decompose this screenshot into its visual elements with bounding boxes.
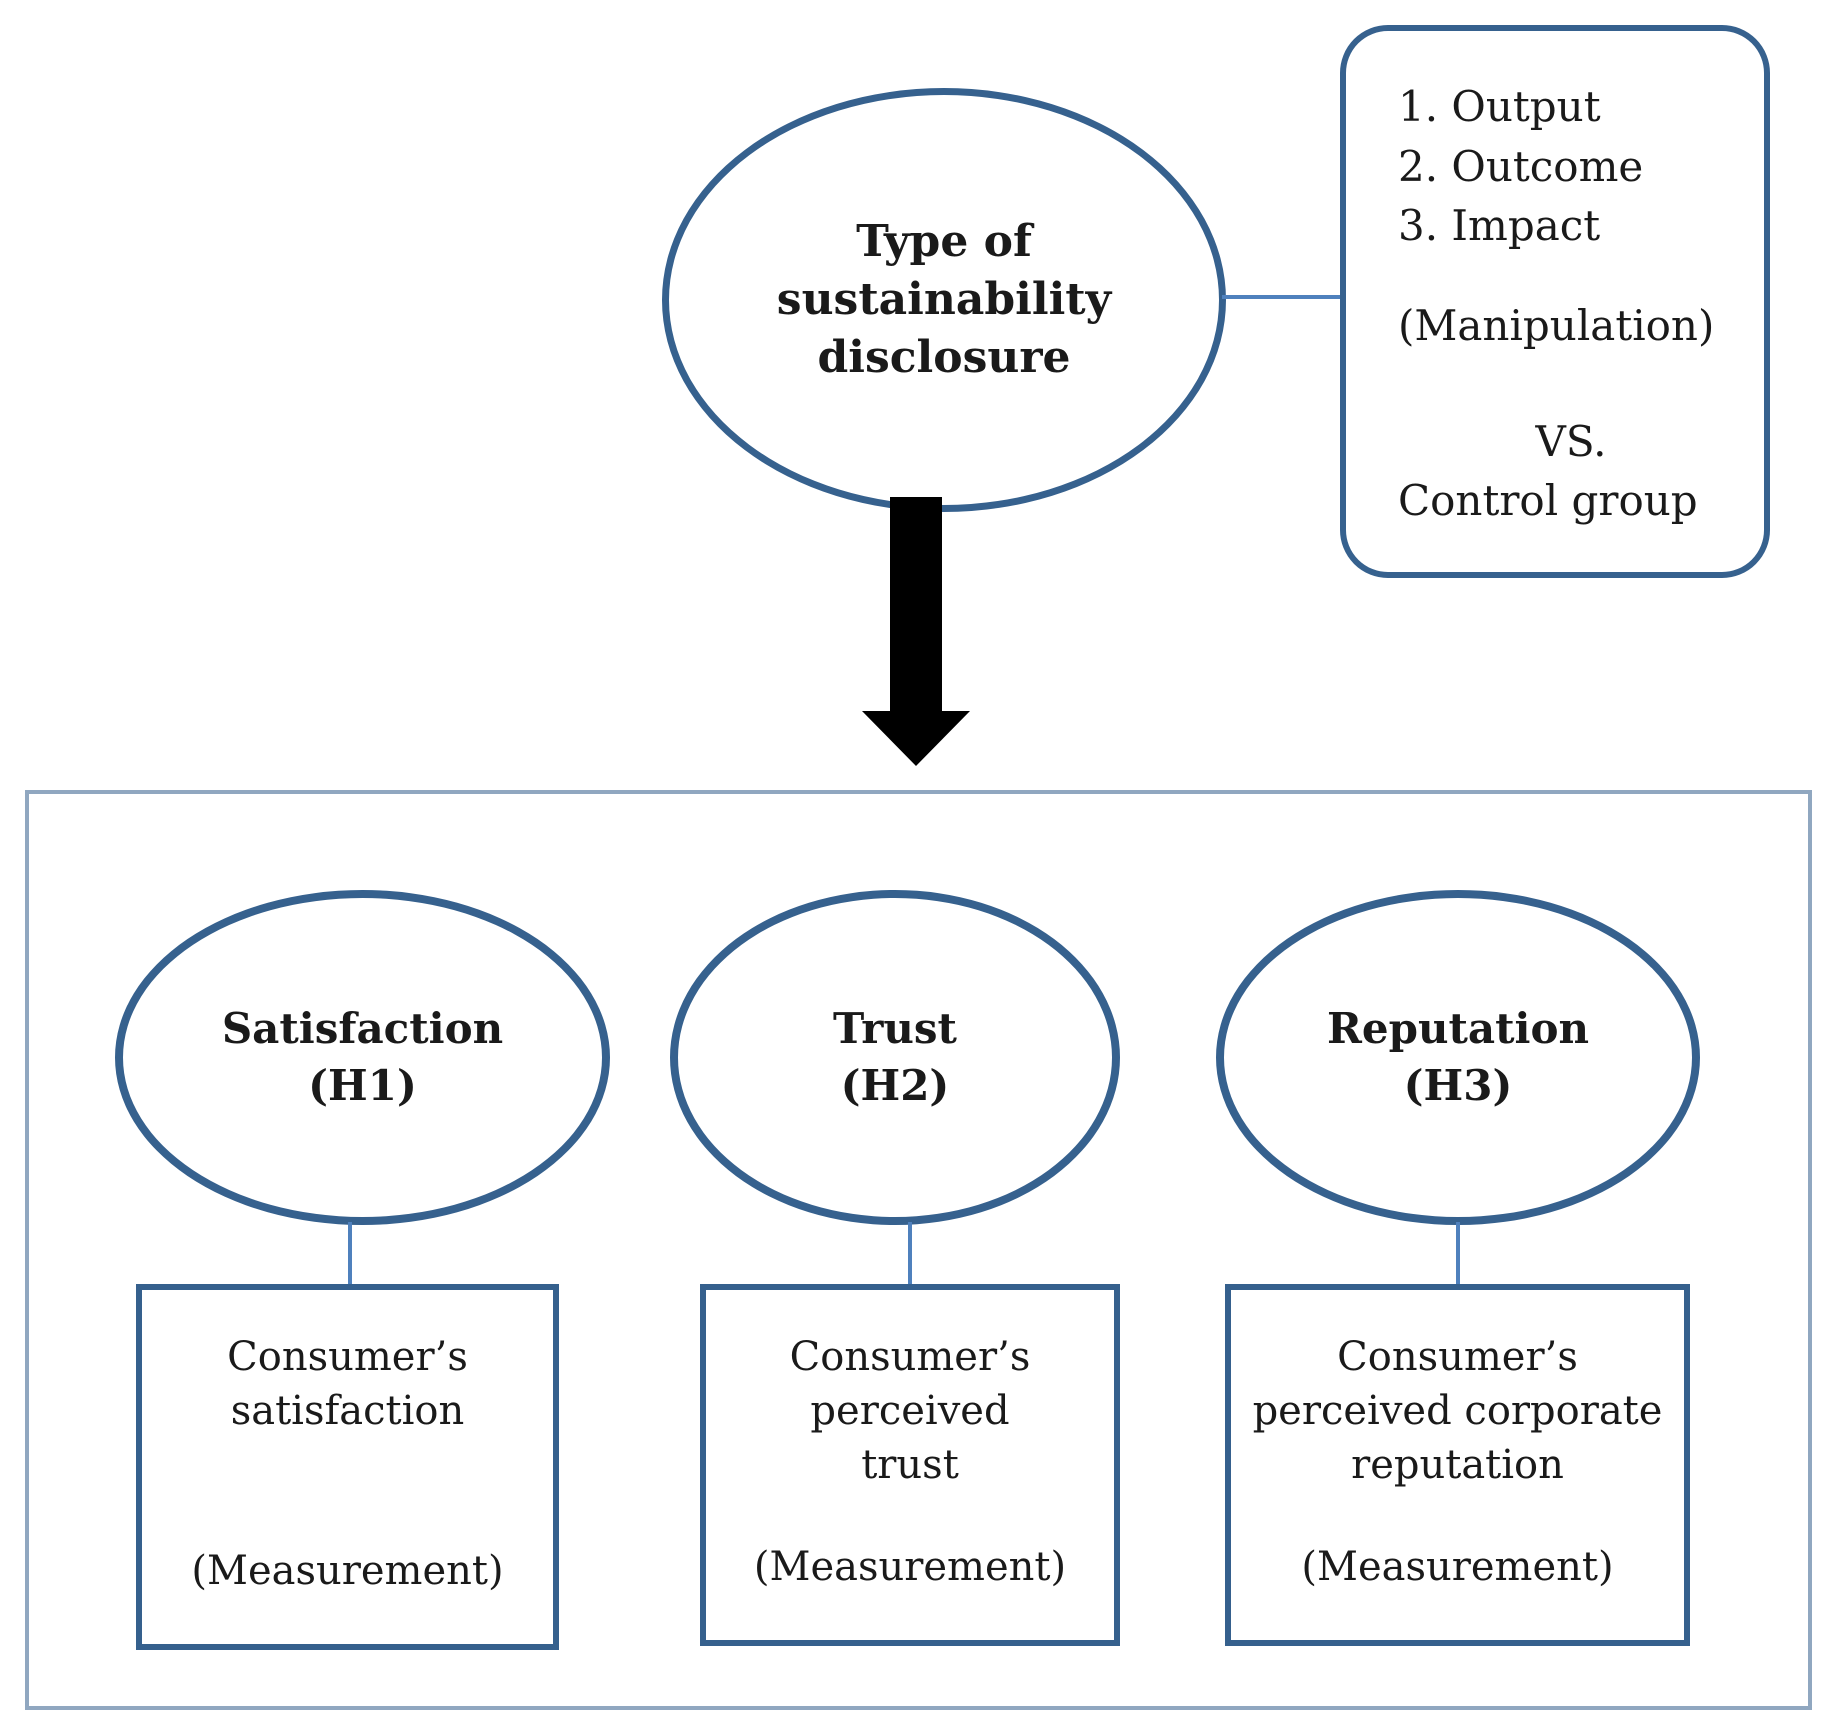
independent-variable-label: Type of sustainability disclosure — [776, 215, 1112, 384]
manipulation-item-output: 1. Output — [1398, 82, 1601, 131]
measure-label-trust: Consumer’s perceived trust — [789, 1334, 1031, 1488]
construct-label-trust: Trust (H2) — [833, 1003, 957, 1110]
manipulation-item-impact: 3. Impact — [1398, 201, 1601, 251]
measure-label-reputation: Consumer’s perceived corporate reputatio… — [1252, 1334, 1663, 1488]
measurement-method-label-trust: (Measurement) — [753, 1544, 1067, 1590]
construct-ellipse-reputation: Reputation (H3) — [1216, 890, 1700, 1225]
versus-label: VS. — [1535, 416, 1607, 466]
measurement-box-satisfaction: Consumer’s satisfaction (Measurement) — [136, 1284, 559, 1650]
measurement-box-reputation: Consumer’s perceived corporate reputatio… — [1225, 1284, 1690, 1646]
reputation-to-measurement-connector — [1456, 1222, 1460, 1284]
ellipse-to-manipulation-connector — [1222, 295, 1344, 299]
control-group-label: Control group — [1398, 476, 1698, 526]
measurement-box-trust: Consumer’s perceived trust (Measurement) — [700, 1284, 1120, 1646]
measure-label-satisfaction: Consumer’s satisfaction — [227, 1334, 468, 1434]
construct-label-satisfaction: Satisfaction (H1) — [221, 1003, 504, 1110]
satisfaction-to-measurement-connector — [348, 1222, 352, 1284]
manipulation-method-label: (Manipulation) — [1398, 300, 1715, 350]
construct-label-reputation: Reputation (H3) — [1326, 1003, 1590, 1110]
trust-to-measurement-connector — [908, 1222, 912, 1284]
measurement-method-label-reputation: (Measurement) — [1301, 1544, 1614, 1590]
down-arrow-icon — [862, 497, 970, 766]
construct-ellipse-satisfaction: Satisfaction (H1) — [115, 890, 610, 1225]
independent-variable-ellipse: Type of sustainability disclosure — [662, 88, 1226, 512]
construct-ellipse-trust: Trust (H2) — [670, 890, 1120, 1225]
measurement-method-label-satisfaction: (Measurement) — [191, 1548, 504, 1594]
manipulation-item-outcome: 2. Outcome — [1398, 141, 1644, 191]
manipulation-panel: 1. Output 2. Outcome 3. Impact (Manipula… — [1340, 25, 1770, 578]
